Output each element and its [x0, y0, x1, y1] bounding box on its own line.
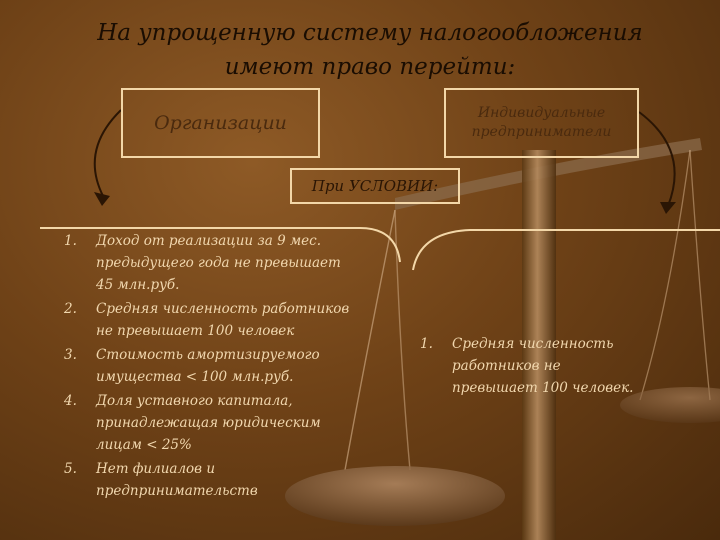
- list-item-text: Средняя численность работников не превыш…: [96, 301, 350, 339]
- list-item: 4. Доля уставного капитала, принадлежащая…: [64, 390, 354, 456]
- list-item-text: Доход от реализации за 9 мес. предыдущег…: [96, 233, 341, 293]
- organization-conditions-list: 1. Доход от реализации за 9 мес. предыдущ…: [64, 230, 354, 504]
- list-item: 1. Доход от реализации за 9 мес. предыдущ…: [64, 230, 354, 296]
- list-item-text: Стоимость амортизируемого имущества < 10…: [96, 347, 320, 385]
- list-item: 5. Нет филиалов и предпринимательств: [64, 458, 354, 502]
- list-item: 2. Средняя численность работников не прев…: [64, 298, 354, 342]
- left-bracket-arc: [40, 227, 401, 263]
- list-item-number: 1.: [64, 233, 77, 249]
- entrepreneurs-box: Индивидуальные предприниматели: [444, 88, 639, 158]
- list-item-number: 4.: [64, 393, 77, 409]
- entrepreneur-conditions-list: 1. Средняя численность работников не прев…: [420, 333, 640, 401]
- entrepreneurs-label: Индивидуальные предприниматели: [471, 105, 612, 140]
- scales-post: [522, 150, 556, 540]
- left-curved-arrow: [93, 109, 122, 197]
- scales-left-arc: [344, 209, 396, 471]
- organizations-box: Организации: [121, 88, 320, 158]
- scales-right-pan: [620, 387, 720, 423]
- list-item: 1. Средняя численность работников не прев…: [420, 333, 640, 399]
- right-bracket-arc: [412, 229, 720, 271]
- list-item-text: Нет филиалов и предпринимательств: [96, 461, 258, 499]
- list-item-number: 1.: [420, 336, 433, 352]
- list-item-text: Доля уставного капитала, принадлежащая ю…: [96, 393, 321, 453]
- list-item-number: 3.: [64, 347, 77, 363]
- list-item-number: 2.: [64, 301, 77, 317]
- slide-title: На упрощенную систему налогообложения им…: [97, 20, 643, 80]
- organizations-label: Организации: [154, 112, 287, 134]
- scales-left-pan: [285, 466, 505, 526]
- list-item-number: 5.: [64, 461, 77, 477]
- list-item-text: Средняя численность работников не превыш…: [452, 336, 634, 396]
- conditions-label: При УСЛОВИИ:: [290, 168, 460, 204]
- right-curved-arrow: [638, 111, 676, 207]
- list-item: 3. Стоимость амортизируемого имущества < …: [64, 344, 354, 388]
